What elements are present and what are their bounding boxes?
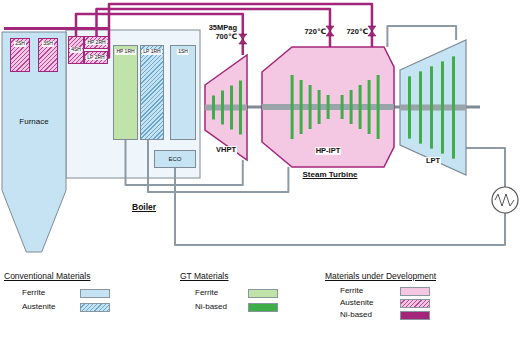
furnace-body: Furnace 2SH 3SH: [2, 32, 66, 252]
blade-row: [408, 76, 411, 138]
casing-outline: [400, 40, 466, 175]
legend-label: Ferrite: [195, 288, 218, 297]
legend-heading: GT Materials: [180, 272, 300, 282]
node-label: ECO: [168, 156, 181, 163]
node-outline: [205, 55, 247, 160]
blade-row: [441, 61, 444, 153]
section-title: Boiler: [132, 203, 172, 213]
node-label: LP 1RH: [142, 49, 161, 55]
legend-swatch: [248, 289, 278, 298]
blade-row: [359, 85, 362, 129]
legend-label: Austenite: [22, 302, 55, 311]
node-label: 2SH: [14, 41, 26, 47]
legend-swatch: [80, 289, 110, 298]
furnace-outline: [2, 32, 66, 252]
blade-row: [430, 66, 433, 148]
legend-swatch: [400, 287, 430, 296]
steam-pipe: [387, 26, 456, 47]
node-label: LPT: [425, 157, 441, 165]
steam-pipe: [97, 9, 330, 47]
node-label: 1SH: [177, 49, 189, 55]
legend-label: Ferrite: [340, 286, 363, 295]
legend-label: Ni-based: [195, 302, 227, 311]
blade-row: [341, 95, 344, 119]
boiler-casing: [66, 30, 200, 178]
reheater-panel: HP 2RH: [84, 36, 109, 49]
blade-row: [221, 91, 224, 125]
legend-heading: Conventional Materials: [4, 272, 164, 282]
section-title: Steam Turbine: [292, 170, 368, 179]
node-label: 4SH: [70, 47, 82, 53]
blade-row: [377, 75, 380, 139]
blade-row: [368, 80, 371, 134]
legend-swatch: [400, 299, 430, 308]
node-label: LP 2RH: [86, 55, 105, 61]
blade-row: [452, 56, 455, 158]
turbine-casing: HP-IPT: [262, 47, 394, 167]
legend-heading: Materials under Development: [325, 272, 520, 282]
turbine-casing: VHPT: [205, 55, 247, 160]
steam-condition: 720℃: [300, 28, 326, 37]
blade-row: [230, 86, 233, 130]
steam-pipe: [76, 14, 243, 55]
superheater-panel: 3SH: [38, 38, 58, 72]
blade-row: [300, 80, 303, 134]
superheater-panel: 2SH: [10, 38, 30, 72]
blade-row: [309, 85, 312, 129]
blade-row: [318, 90, 321, 124]
reheater-bank: LP 1RH: [140, 45, 164, 140]
node-outline: [400, 40, 466, 175]
legend-swatch: [400, 311, 430, 320]
valve-symbol: [368, 26, 376, 36]
superheater-bank: 1SH: [170, 45, 196, 140]
valve-symbol: [326, 26, 334, 36]
boiler-header: [4, 27, 110, 30]
steam-pipe: [148, 140, 288, 192]
turbine-shaft: [466, 106, 480, 109]
turbine-shaft: [247, 106, 262, 109]
node-label: HP 2RH: [86, 40, 106, 46]
node-label: VHPT: [215, 146, 237, 154]
steam-condition: 35MPag 700℃: [198, 24, 237, 41]
legend-label: Austenite: [340, 298, 373, 307]
casing-outline: [262, 47, 394, 167]
blade-row: [350, 90, 353, 124]
blade-row: [327, 95, 330, 119]
legend-swatch: [248, 303, 278, 312]
blade-row: [291, 75, 294, 139]
economizer-box: ECO: [154, 150, 196, 168]
legend-label: Ferrite: [22, 288, 45, 297]
blade-row: [239, 81, 242, 135]
node-label: Furnace: [19, 118, 48, 127]
node-label: HP 1RH: [115, 49, 135, 55]
condenser-symbol: [492, 187, 518, 213]
legend-label: Ni-based: [340, 310, 372, 319]
steam-pipe: [126, 140, 243, 185]
reheater-panel: LP 2RH: [84, 51, 108, 64]
condenser-coil: [495, 194, 514, 206]
turbine-casing: LPT: [400, 40, 466, 175]
valve-symbol: [239, 34, 247, 44]
steam-condition: 720℃: [342, 28, 368, 37]
reheater-bank: HP 1RH: [113, 45, 138, 140]
blade-row: [212, 96, 215, 120]
node-label: 3SH: [42, 41, 54, 47]
node-label: HP-IPT: [315, 147, 342, 155]
blade-row: [419, 71, 422, 143]
turbine-shaft: [394, 106, 400, 109]
legend-swatch: [80, 303, 110, 312]
casing-outline: [205, 55, 247, 160]
superheater-panel: 4SH: [68, 36, 84, 64]
